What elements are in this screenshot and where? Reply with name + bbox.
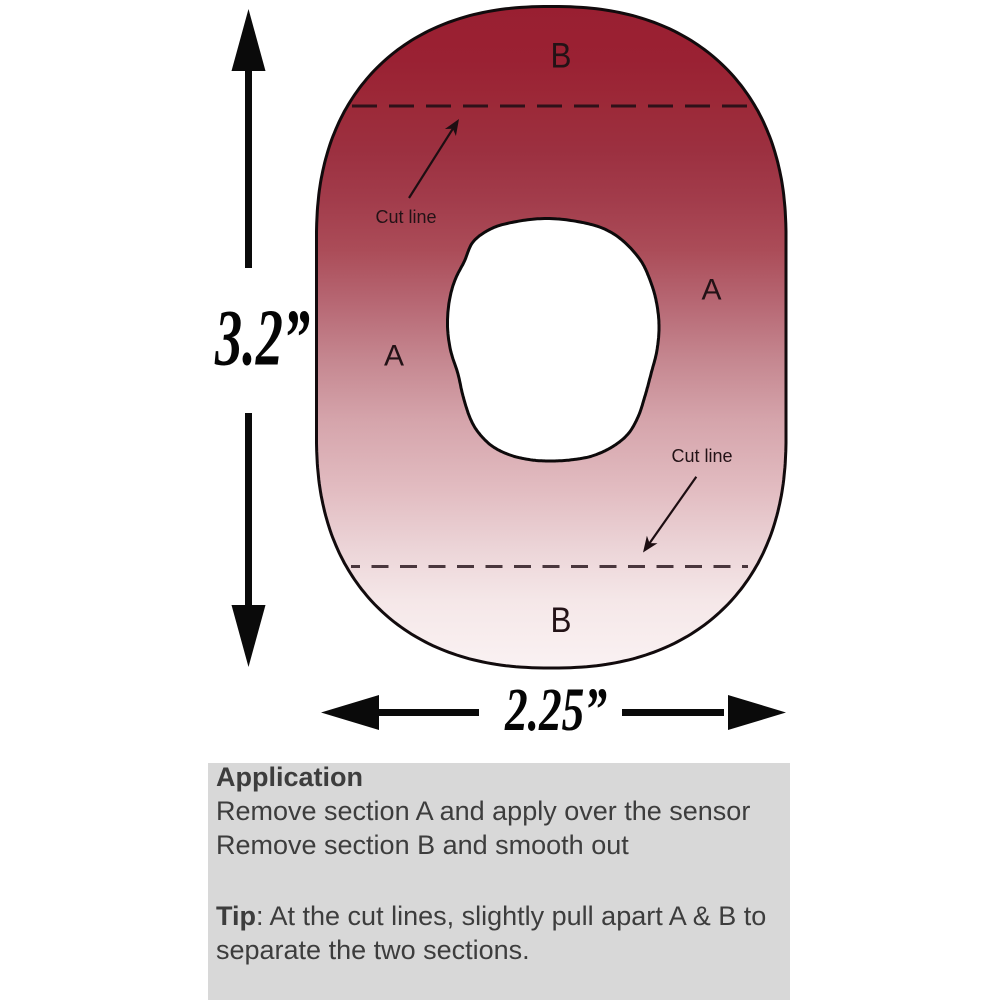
svg-text:B: B: [551, 601, 572, 640]
svg-text:B: B: [551, 37, 572, 76]
svg-text:A: A: [384, 340, 404, 373]
svg-text:Remove section B and smooth ou: Remove section B and smooth out: [216, 830, 629, 860]
svg-text:Remove section A and apply ove: Remove section A and apply over the sens…: [216, 796, 750, 826]
svg-text:3.2”: 3.2”: [214, 295, 310, 383]
svg-text:Tip: At the cut lines, slightl: Tip: At the cut lines, slightly pull apa…: [216, 901, 766, 931]
svg-text:Cut line: Cut line: [672, 446, 733, 466]
svg-text:Cut line: Cut line: [376, 207, 437, 227]
svg-text:A: A: [701, 274, 721, 307]
svg-text:separate the two sections.: separate the two sections.: [216, 935, 530, 965]
svg-text:2.25”: 2.25”: [504, 677, 607, 744]
svg-text:Application: Application: [216, 762, 363, 792]
